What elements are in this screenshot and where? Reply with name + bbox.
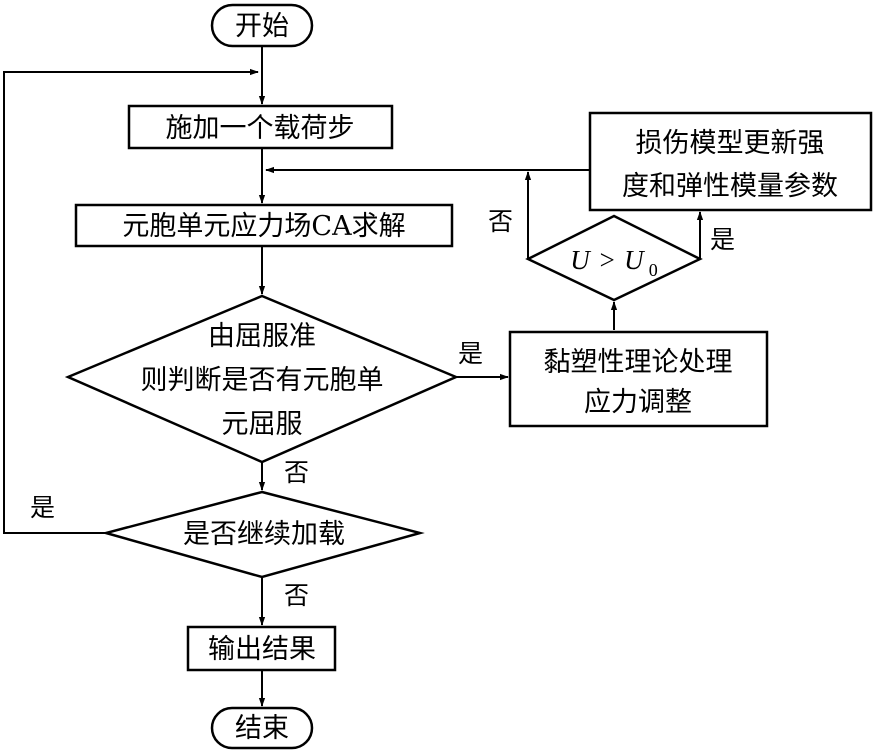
node-end: 结束	[210, 706, 314, 750]
apply-load-box	[127, 104, 394, 150]
yield-check-diamond	[64, 294, 460, 464]
node-start: 开始	[210, 3, 314, 48]
energy-check-subscript: 0	[649, 260, 658, 280]
damage-update-line-1: 损伤模型更新强	[636, 128, 825, 159]
start-terminal	[210, 3, 314, 48]
node-yield-check: 由屈服准 则判断是否有元胞单 元屈服	[64, 294, 460, 464]
continue-check-diamond	[101, 490, 425, 579]
energy-check-operator: >	[598, 245, 616, 275]
label-yield-no: 否	[284, 458, 309, 487]
output-label: 输出结果	[208, 634, 316, 665]
solve-label: 元胞单元应力场CA求解	[122, 211, 405, 242]
damage-update-box	[588, 111, 873, 212]
energy-check-rhs: U	[624, 245, 645, 275]
energy-check-lhs: U	[570, 245, 591, 275]
solve-box	[74, 203, 454, 248]
node-energy-check: U > U 0	[525, 214, 703, 302]
edge-labels: 是 否 是 否 是 否	[30, 207, 735, 610]
node-apply-load: 施加一个载荷步	[127, 104, 394, 150]
damage-update-line-2: 度和弹性模量参数	[622, 171, 838, 202]
output-box	[186, 625, 337, 672]
node-continue-check: 是否继续加载	[101, 490, 425, 579]
node-output: 输出结果	[186, 625, 337, 672]
label-continue-no: 否	[284, 581, 309, 610]
viscoplastic-line-2: 应力调整	[584, 387, 692, 418]
viscoplastic-box	[508, 330, 769, 428]
yield-check-line-2: 则判断是否有元胞单	[141, 365, 384, 396]
continue-check-label: 是否继续加载	[183, 519, 345, 550]
end-terminal	[210, 706, 314, 750]
energy-check-diamond	[525, 214, 703, 302]
energy-check-label: U > U 0	[570, 245, 658, 280]
viscoplastic-line-1: 黏塑性理论处理	[544, 347, 733, 378]
end-label: 结束	[235, 713, 289, 744]
node-viscoplastic: 黏塑性理论处理 应力调整	[508, 330, 769, 428]
apply-load-label: 施加一个载荷步	[166, 113, 355, 144]
yield-check-line-3: 元屈服	[222, 409, 303, 440]
node-solve: 元胞单元应力场CA求解	[74, 203, 454, 248]
yield-check-line-1: 由屈服准	[208, 321, 316, 352]
node-damage-update: 损伤模型更新强 度和弹性模量参数	[588, 111, 873, 212]
label-energy-yes: 是	[710, 225, 735, 254]
start-label: 开始	[235, 11, 289, 42]
label-continue-yes: 是	[30, 493, 55, 522]
edge-continue-check-yes-loop	[3, 68, 259, 534]
edges	[3, 46, 704, 707]
label-energy-no: 否	[488, 207, 513, 236]
label-yield-yes: 是	[458, 339, 483, 368]
